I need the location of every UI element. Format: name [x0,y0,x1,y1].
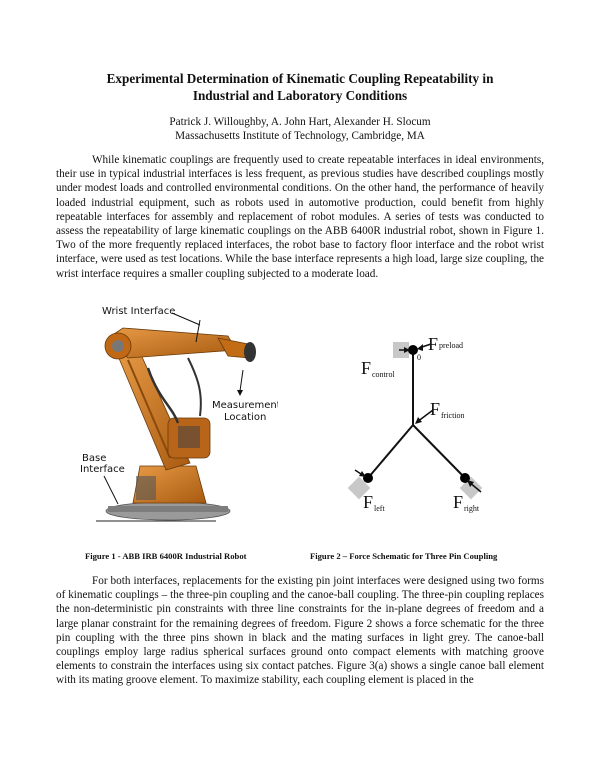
title-line-1: Experimental Determination of Kinematic … [106,71,494,86]
label-f-friction: F [430,399,440,419]
label-f-control: F [361,358,371,378]
figure-2-force-schematic: 0 F preload F control F friction F left … [347,334,483,513]
label-location: Location [224,412,266,423]
label-f-right-sub: right [464,504,480,513]
label-zero: 0 [417,353,421,362]
figure-2-caption: Figure 2 – Force Schematic for Three Pin… [310,551,498,561]
pin-left [363,473,373,483]
affiliation: Massachusetts Institute of Technology, C… [175,130,425,142]
author-block: Patrick J. Willoughby, A. John Hart, Ale… [60,115,540,143]
label-f-friction-sub: friction [441,411,465,420]
pin-top [408,345,418,355]
paper-title: Experimental Determination of Kinematic … [60,70,540,104]
label-f-preload-sub: preload [439,341,463,350]
label-f-right: F [453,492,463,512]
figure-1-caption: Figure 1 - ABB IRB 6400R Industrial Robo… [85,551,247,561]
figure-1-robot: Wrist Interface Measurement Location Bas… [80,306,278,522]
label-f-preload: F [428,334,438,354]
label-f-left-sub: left [374,504,385,513]
robot-illustration [96,327,256,522]
author-names: Patrick J. Willoughby, A. John Hart, Ale… [169,116,431,128]
label-wrist-interface: Wrist Interface [102,306,175,317]
label-f-control-sub: control [372,370,395,379]
paragraph-couplings: For both interfaces, replacements for th… [56,575,544,687]
label-f-left: F [363,492,373,512]
label-measurement: Measurement [212,400,278,411]
title-line-2: Industrial and Laboratory Conditions [192,88,408,103]
label-base: Base [82,453,106,464]
paragraph-intro: While kinematic couplings are frequently… [56,154,544,280]
label-interface: Interface [80,464,125,475]
